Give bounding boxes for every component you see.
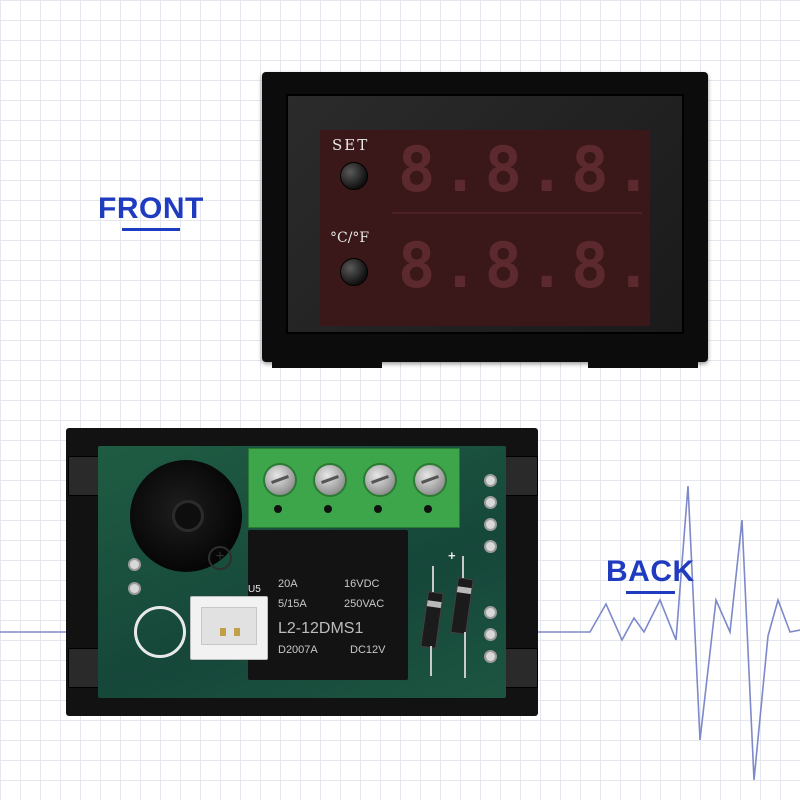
sensor-silkscreen-mark xyxy=(134,606,186,658)
relay-rating-dc: 16VDC xyxy=(344,578,380,590)
polarity-plus-label: + xyxy=(448,548,456,563)
terminal-screw xyxy=(413,463,447,497)
diode-lead xyxy=(464,632,466,678)
diode xyxy=(450,577,474,635)
circuit-board: + 20A 16VDC 5/15A 250VAC L2-12DMS1 D2007… xyxy=(98,446,506,698)
display-bottom: 8.8.8. xyxy=(398,229,658,302)
terminal-dot xyxy=(324,505,332,513)
mount-clip xyxy=(502,648,538,688)
sensor-connector xyxy=(190,596,268,660)
connector-pin xyxy=(220,628,226,636)
pcb-hole xyxy=(484,540,497,553)
buzzer-polarity-mark: + xyxy=(208,546,232,570)
mount-clip xyxy=(502,456,538,496)
terminal-screw xyxy=(313,463,347,497)
pcb-hole xyxy=(128,582,141,595)
relay-model: L2-12DMS1 xyxy=(278,620,364,637)
relay-coil-voltage: DC12V xyxy=(350,644,386,656)
relay-rating-current: 20A xyxy=(278,578,298,590)
back-panel: + 20A 16VDC 5/15A 250VAC L2-12DMS1 D2007… xyxy=(66,428,538,716)
front-foot-left xyxy=(272,360,382,368)
set-label: SET xyxy=(332,136,370,154)
pcb-hole xyxy=(484,628,497,641)
pcb-hole xyxy=(484,606,497,619)
front-foot-right xyxy=(588,360,698,368)
front-panel: SET °C/°F 8.8.8. 8.8.8. xyxy=(262,72,708,368)
pcb-hole xyxy=(484,518,497,531)
relay: 20A 16VDC 5/15A 250VAC L2-12DMS1 D2007A … xyxy=(248,530,408,680)
diode-lead xyxy=(432,566,434,592)
set-button[interactable] xyxy=(340,162,368,190)
diode-lead xyxy=(462,556,464,578)
relay-rating-ac: 250VAC xyxy=(344,598,385,610)
pcb-hole xyxy=(128,558,141,571)
connector-label: U5 xyxy=(248,584,261,595)
terminal-dot xyxy=(274,505,282,513)
diode xyxy=(420,591,444,649)
terminal-dot xyxy=(424,505,432,513)
pcb-hole xyxy=(484,496,497,509)
front-label: FRONT xyxy=(98,192,204,231)
terminal-screw xyxy=(263,463,297,497)
terminal-dot xyxy=(374,505,382,513)
diode-lead xyxy=(430,646,432,676)
connector-socket xyxy=(201,607,257,645)
display-divider xyxy=(392,212,642,214)
buzzer: + xyxy=(130,460,242,572)
display-top: 8.8.8. xyxy=(398,133,658,206)
terminal-screw xyxy=(363,463,397,497)
ecg-heartbeat-line xyxy=(0,485,800,781)
display-face: SET °C/°F 8.8.8. 8.8.8. xyxy=(320,130,658,326)
relay-date-code: D2007A xyxy=(278,644,318,656)
back-label: BACK xyxy=(606,555,695,594)
relay-rating-current-alt: 5/15A xyxy=(278,598,307,610)
pcb-hole xyxy=(484,474,497,487)
pcb-hole xyxy=(484,650,497,663)
buzzer-hole xyxy=(172,500,204,532)
unit-toggle-button[interactable] xyxy=(340,258,368,286)
unit-label: °C/°F xyxy=(330,230,370,246)
terminal-block xyxy=(248,448,460,528)
connector-pin xyxy=(234,628,240,636)
